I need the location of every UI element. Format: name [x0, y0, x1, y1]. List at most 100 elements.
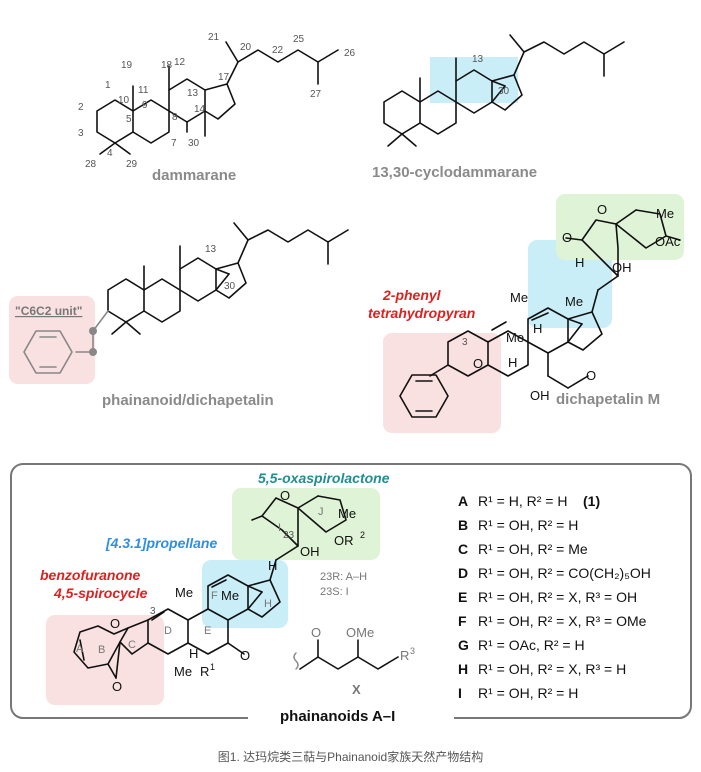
figure-caption: 图1. 达玛烷类三萜与Phainanoid家族天然产物结构 — [217, 750, 484, 764]
compound-text-b: R¹ = OH, R² = H — [478, 517, 578, 533]
dm-h-1: H — [575, 255, 584, 270]
compound-id-e: E — [458, 589, 467, 605]
label-propellane: [4.3.1]propellane — [105, 535, 217, 551]
compound-id-c: C — [458, 541, 468, 557]
compound-id-h: H — [458, 661, 468, 677]
pa-h-2: H — [189, 646, 198, 661]
phainanoids-title: phainanoids A–I — [280, 708, 395, 725]
dm-me-1: Me — [510, 290, 528, 305]
label-2-phenyl: 2-phenyl — [382, 287, 442, 303]
label-dichapetalin-m: dichapetalin M — [556, 391, 660, 408]
label-phainanoid: phainanoid/dichapetalin — [102, 392, 274, 409]
compound-text-g: R¹ = OAc, R² = H — [478, 637, 585, 653]
num-28: 28 — [85, 159, 97, 170]
label-c6c2-unit: "C6C2 unit" — [15, 304, 82, 318]
pa-o-furan: O — [110, 616, 120, 631]
compound-text-h: R¹ = OH, R² = X, R³ = H — [478, 661, 626, 677]
pa-oh: OH — [300, 544, 320, 559]
phain-num-13: 13 — [205, 244, 217, 255]
dm-h-3: H — [508, 355, 517, 370]
dm-oh-2: OH — [530, 388, 550, 403]
stereo-23s: 23S: I — [320, 586, 349, 598]
cyclo-num-13: 13 — [472, 54, 484, 65]
x-r3: R — [400, 648, 409, 663]
dm-oac: OAc — [655, 234, 681, 249]
label-benzofuranone: benzofuranone — [40, 567, 141, 583]
label-dammarane: dammarane — [152, 167, 236, 184]
pa-sup-2: 2 — [360, 530, 365, 540]
num-5: 5 — [126, 114, 132, 125]
num-26: 26 — [344, 48, 356, 59]
num-8: 8 — [172, 112, 178, 123]
pa-or2: OR — [334, 533, 354, 548]
label-thp: tetrahydropyran — [368, 305, 475, 321]
ring-j: J — [318, 506, 324, 518]
num-12: 12 — [174, 57, 186, 68]
num-1: 1 — [105, 80, 111, 91]
cyclo-num-30: 30 — [498, 86, 510, 97]
num-9: 9 — [142, 100, 148, 111]
pa-o-lactone: O — [280, 488, 290, 503]
compound-text-e: R¹ = OH, R² = X, R³ = OH — [478, 589, 637, 605]
ring-a: A — [76, 643, 84, 655]
num-29: 29 — [126, 159, 138, 170]
pa-h-1: H — [268, 558, 277, 573]
pa-me-3: Me — [174, 664, 192, 679]
ring-d: D — [164, 625, 172, 637]
pa-num-23: 23 — [283, 530, 295, 541]
compound-id-g: G — [458, 637, 469, 653]
dammarane-skeleton — [96, 41, 339, 155]
ring-b: B — [98, 644, 105, 656]
pa-me-4: Me — [338, 506, 356, 521]
num-14: 14 — [194, 104, 206, 115]
x-o: O — [311, 625, 321, 640]
pa-me-2: Me — [221, 588, 239, 603]
dm-me-2: Me — [506, 330, 524, 345]
compound-id-b: B — [458, 517, 468, 533]
num-2: 2 — [78, 102, 84, 113]
num-27: 27 — [310, 89, 322, 100]
dm-me-4: Me — [656, 206, 674, 221]
dm-oh-1: OH — [612, 260, 632, 275]
compound-list: A R¹ = H, R² = H (1) B R¹ = OH, R² = H C… — [458, 493, 651, 701]
dichapetalin-m-skeleton — [399, 209, 681, 418]
num-19: 19 — [121, 60, 133, 71]
label-spirocycle: 4,5-spirocycle — [53, 585, 148, 601]
x-r3-sup: 3 — [410, 646, 415, 656]
pa-o-ketone-1: O — [112, 679, 122, 694]
compound-text-d: R¹ = OH, R² = CO(CH₂)₅OH — [478, 565, 651, 581]
ring-i: I — [278, 522, 281, 534]
compound-id-f: F — [458, 613, 467, 629]
x-ome: OMe — [346, 625, 374, 640]
num-13: 13 — [187, 88, 199, 99]
cyclodammarane-skeleton — [383, 34, 625, 147]
dm-o-lactone: O — [597, 202, 607, 217]
num-21: 21 — [208, 32, 220, 43]
compound-text-i: R¹ = OH, R² = H — [478, 685, 578, 701]
compound-extra-a: (1) — [583, 493, 600, 509]
dm-num-3: 3 — [462, 337, 468, 348]
ring-c: C — [128, 639, 136, 651]
compound-text-f: R¹ = OH, R² = X, R³ = OMe — [478, 613, 647, 629]
num-17: 17 — [218, 72, 230, 83]
dm-h-2: H — [533, 321, 542, 336]
ring-f: F — [211, 590, 218, 602]
compound-text-a: R¹ = H, R² = H — [478, 493, 567, 509]
num-22: 22 — [272, 45, 284, 56]
compound-text-c: R¹ = OH, R² = Me — [478, 541, 588, 557]
pa-sup-1: 1 — [210, 662, 215, 672]
phainanoid-a-skeleton — [73, 495, 399, 679]
pa-r1: R — [200, 664, 209, 679]
num-4: 4 — [107, 148, 113, 159]
ring-e: E — [204, 625, 211, 637]
num-7: 7 — [171, 138, 177, 149]
compound-id-i: I — [458, 685, 462, 701]
x-label: X — [352, 682, 361, 697]
num-20: 20 — [240, 42, 252, 53]
dm-o-ring: O — [473, 356, 483, 371]
num-11: 11 — [138, 85, 149, 96]
stereo-23r: 23R: A–H — [320, 571, 367, 583]
label-oxaspirolactone: 5,5-oxaspirolactone — [258, 470, 390, 486]
pa-num-3: 3 — [150, 606, 156, 617]
